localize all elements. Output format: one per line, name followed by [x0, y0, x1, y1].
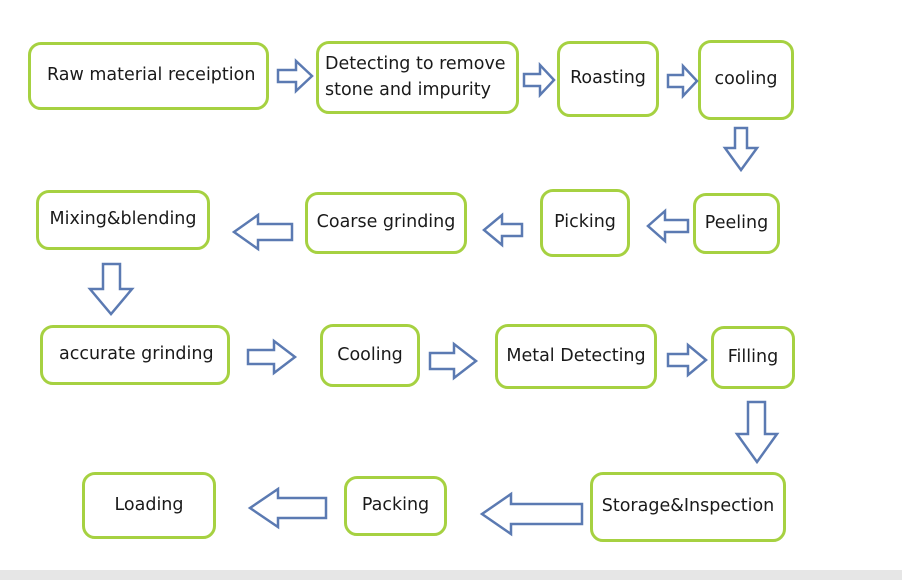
step-label: Peeling: [704, 212, 769, 233]
step-raw-material-receiption: Raw material receiption: [28, 42, 269, 110]
step-picking: Picking: [540, 189, 630, 257]
step-cooling-2: Cooling: [320, 324, 420, 387]
arrow-down-icon: [722, 126, 760, 173]
step-label: Cooling: [337, 344, 403, 365]
step-label: Mixing&blending: [49, 209, 197, 230]
step-peeling: Peeling: [693, 193, 780, 254]
step-label: Roasting: [570, 68, 646, 89]
step-label: Metal Detecting: [506, 345, 646, 366]
arrow-left-icon: [247, 486, 328, 530]
arrow-right-icon: [276, 58, 314, 94]
arrow-right-icon: [522, 61, 556, 99]
arrow-down-icon: [734, 400, 780, 465]
step-loading: Loading: [82, 472, 216, 539]
arrow-left-icon: [482, 212, 524, 248]
step-detecting-stone-impurity: Detecting to remove stone and impurity: [316, 41, 519, 114]
step-label: Filling: [727, 346, 779, 367]
arrow-right-icon: [246, 338, 298, 376]
step-packing: Packing: [344, 476, 447, 536]
step-filling: Filling: [711, 326, 795, 389]
arrow-right-icon: [666, 342, 708, 378]
arrow-left-icon: [231, 212, 294, 252]
step-label: Raw material receiption: [47, 65, 256, 86]
step-label: cooling: [714, 69, 778, 90]
step-metal-detecting: Metal Detecting: [495, 324, 657, 389]
step-roasting: Roasting: [557, 41, 659, 117]
step-cooling-1: cooling: [698, 40, 794, 120]
arrow-right-icon: [666, 62, 699, 100]
arrow-left-icon: [479, 491, 584, 537]
arrow-down-icon: [87, 262, 135, 316]
arrow-right-icon: [428, 341, 479, 381]
step-mixing-blending: Mixing&blending: [36, 190, 210, 250]
step-label: Coarse grinding: [316, 212, 456, 233]
step-label: Picking: [554, 212, 616, 233]
step-coarse-grinding: Coarse grinding: [305, 192, 467, 254]
step-storage-inspection: Storage&Inspection: [590, 472, 786, 542]
step-label: Packing: [361, 495, 430, 516]
arrow-left-icon: [646, 208, 690, 244]
step-label: accurate grinding: [59, 344, 214, 365]
step-label: Detecting to remove stone and impurity: [325, 54, 506, 100]
step-label: Storage&Inspection: [601, 496, 775, 517]
step-accurate-grinding: accurate grinding: [40, 325, 230, 385]
bottom-edge: [0, 570, 902, 580]
step-label: Loading: [114, 494, 184, 515]
